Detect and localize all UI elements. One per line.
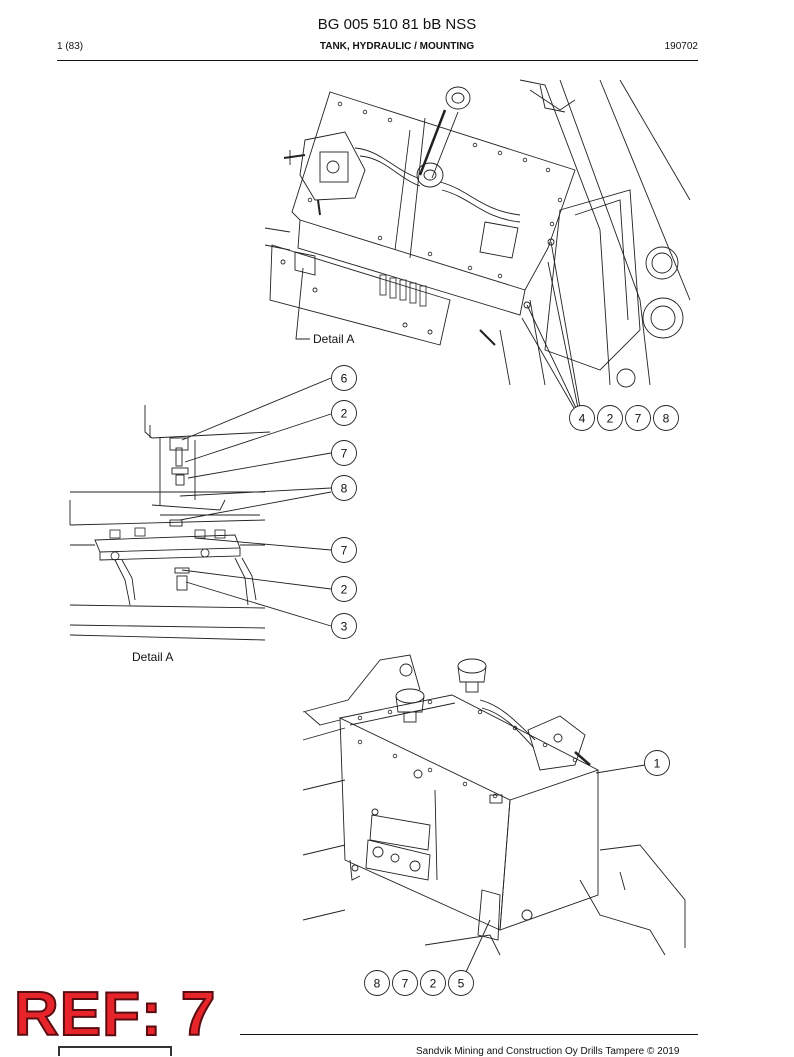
footer-rule [240, 1034, 698, 1035]
bottom-isometric-view [302, 654, 686, 973]
footer-copyright: Sandvik Mining and Construction Oy Drill… [416, 1046, 680, 1057]
callout-group1-7: 7 [625, 405, 651, 431]
top-isometric-view [264, 79, 691, 409]
svg-text:6: 6 [341, 372, 348, 386]
svg-text:8: 8 [374, 977, 381, 991]
sandvik-logo [58, 1046, 172, 1056]
svg-text:2: 2 [341, 407, 348, 421]
svg-text:7: 7 [402, 977, 409, 991]
callout-group1-4: 4 [569, 405, 595, 431]
callout-detail-6: 6 [331, 365, 357, 391]
svg-text:4: 4 [579, 412, 586, 426]
ref-stamp: REF: 7 [13, 980, 217, 1049]
svg-text:8: 8 [663, 412, 670, 426]
callout-group1-8: 8 [653, 405, 679, 431]
callout-group2-7: 7 [392, 970, 418, 996]
callout-detail-3: 3 [331, 613, 357, 639]
svg-text:2: 2 [607, 412, 614, 426]
callout-tank-1: 1 [644, 750, 670, 776]
svg-text:2: 2 [430, 977, 437, 991]
callout-group1-2: 2 [597, 405, 623, 431]
page-number: 1 (83) [57, 41, 84, 52]
callout-balloons: 6 2 7 8 7 2 3 4 [331, 365, 679, 996]
svg-text:7: 7 [635, 412, 642, 426]
callout-group2-8: 8 [364, 970, 390, 996]
svg-text:5: 5 [458, 977, 465, 991]
detail-a-label-left: Detail A [132, 650, 173, 664]
callout-group2-5: 5 [448, 970, 474, 996]
callout-detail-8: 8 [331, 475, 357, 501]
document-title: BG 005 510 81 bB NSS [317, 16, 477, 33]
svg-text:7: 7 [341, 544, 348, 558]
svg-text:2: 2 [341, 583, 348, 597]
callout-detail-7a: 7 [331, 440, 357, 466]
svg-text:1: 1 [654, 757, 661, 771]
svg-text:8: 8 [341, 482, 348, 496]
header-rule [57, 60, 698, 61]
callout-detail-2b: 2 [331, 576, 357, 602]
callout-group2-2: 2 [420, 970, 446, 996]
detail-a-label-top: Detail A [313, 332, 354, 346]
detail-a-view [69, 377, 332, 641]
document-date: 190702 [664, 41, 698, 52]
svg-text:3: 3 [341, 620, 348, 634]
callout-detail-2a: 2 [331, 400, 357, 426]
svg-text:7: 7 [341, 447, 348, 461]
callout-detail-7b: 7 [331, 537, 357, 563]
document-subtitle: TANK, HYDRAULIC / MOUNTING [319, 41, 475, 52]
